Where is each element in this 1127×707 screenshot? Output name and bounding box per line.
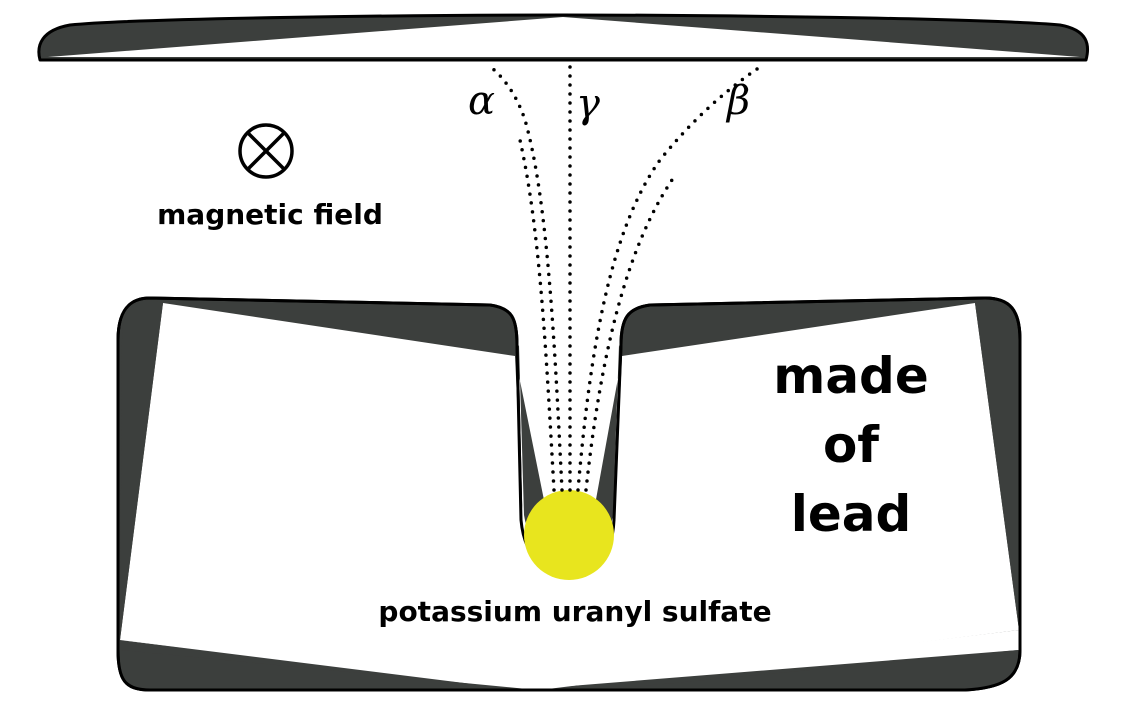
lead-block: [116, 296, 1022, 692]
beta-ray-path-inner: [584, 178, 674, 492]
alpha-ray-path: [490, 66, 564, 492]
magnetic-field-label: magnetic field: [157, 198, 383, 231]
beta-ray-path: [576, 63, 765, 492]
block-label-made: made: [773, 347, 929, 405]
alpha-ray-path-inner: [518, 138, 556, 492]
source-label: potassium uranyl sulfate: [378, 595, 771, 628]
ray-paths: [490, 60, 765, 492]
block-label-of: of: [823, 416, 880, 474]
detector-plate: [37, 13, 1090, 62]
beta-label: β: [725, 78, 750, 124]
block-label-lead: lead: [791, 485, 912, 543]
alpha-label: α: [468, 78, 495, 124]
magnetic-field-into-page-icon: [238, 123, 294, 179]
gamma-label: γ: [576, 81, 600, 127]
radioactive-source: [524, 490, 614, 580]
